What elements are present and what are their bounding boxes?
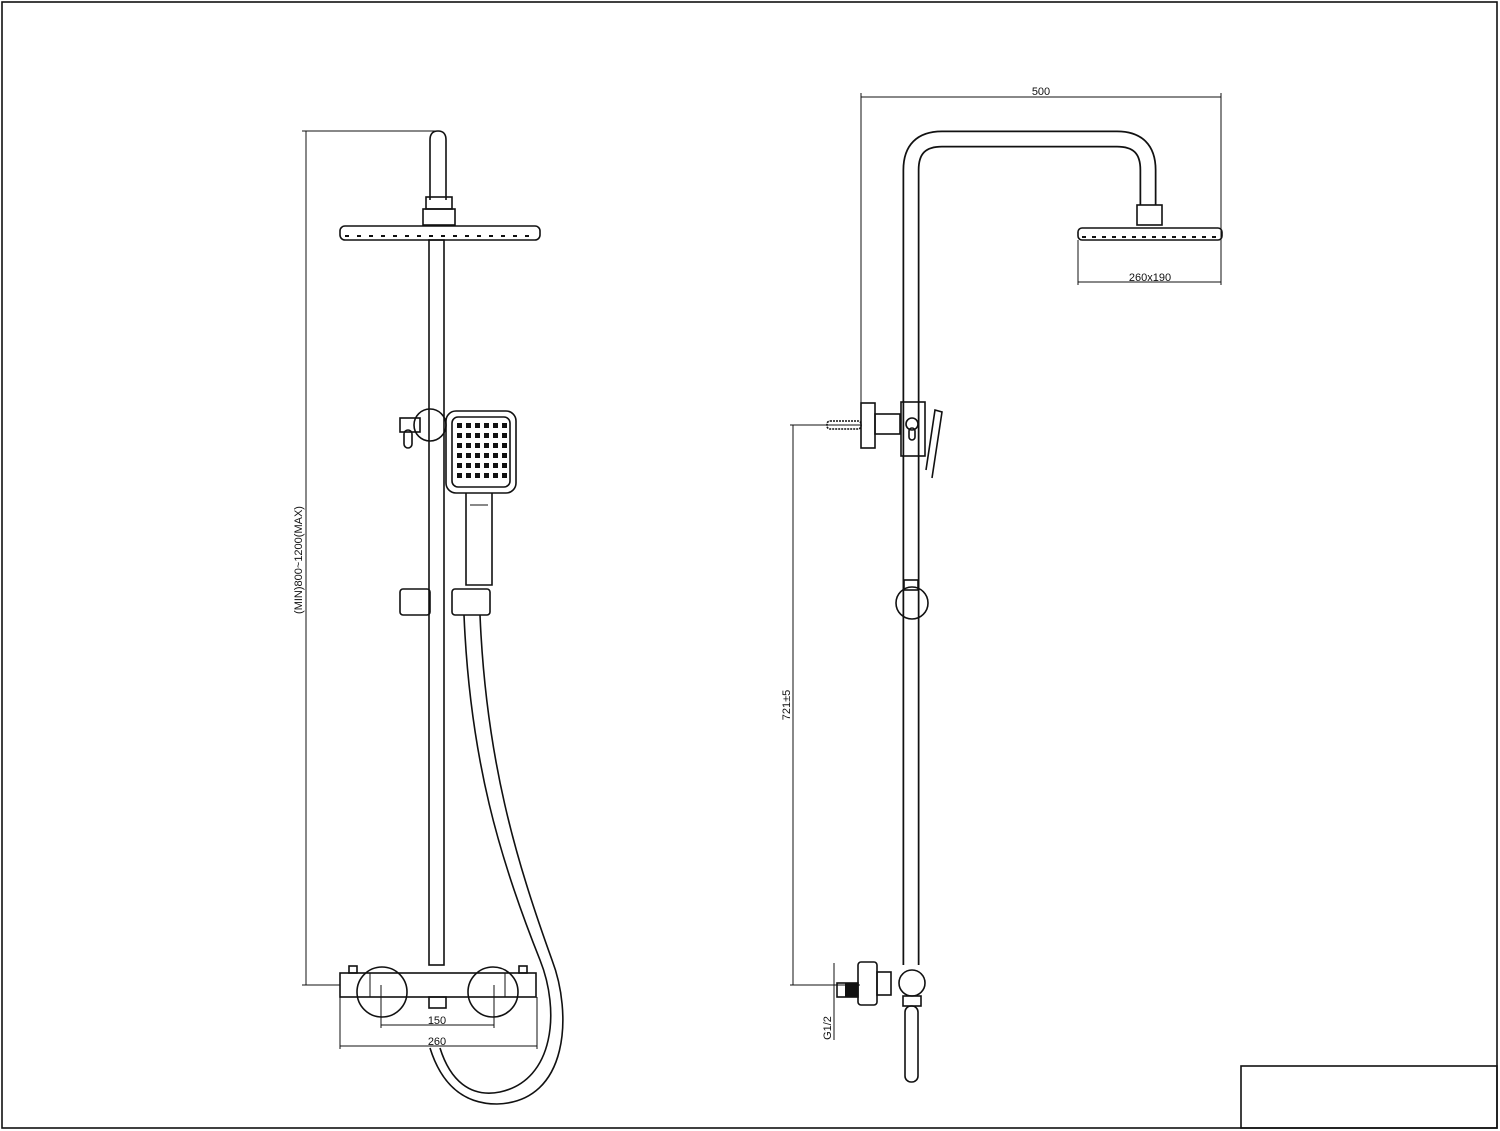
nozzle [502,473,507,478]
slider [399,588,431,616]
nozzle [466,453,471,458]
nozzle [475,453,480,458]
nozzle [493,423,498,428]
nozzle [457,433,462,438]
nozzle [493,433,498,438]
projection-dimension-label: 500 [1032,86,1050,98]
nozzle [466,473,471,478]
nozzle [475,443,480,448]
width-dimension: 260 [339,997,538,1049]
nozzle [484,443,489,448]
side-view: 500 260x190 721±5 [781,86,1223,1083]
title-block [1240,1065,1498,1129]
nozzle [457,463,462,468]
nozzle [484,453,489,458]
diverter-handle [904,1005,919,1083]
height-dimension: (MIN)800~1200(MAX) [293,130,440,986]
shower-arm [429,130,447,200]
nozzle [493,473,498,478]
nozzle [457,453,462,458]
overhead-shower-head [1077,227,1223,241]
shower-hose [429,614,564,1105]
wall-bracket [399,408,447,449]
wall-inlet [836,961,926,1083]
slider-knob [895,586,929,620]
nozzle [475,423,480,428]
hand-shower-side [925,408,943,479]
nozzle [484,433,489,438]
head-size-label: 260x190 [1129,272,1171,284]
nozzle [457,473,462,478]
height-dimension-label: (MIN)800~1200(MAX) [293,506,305,614]
hand-shower [445,410,517,586]
nozzle [502,463,507,468]
nozzle [457,423,462,428]
nozzle [493,463,498,468]
nozzle [484,423,489,428]
hand-shower-holder [451,588,491,616]
inlet-dimension-label: 150 [428,1015,446,1027]
head-size-dimension: 260x190 [1077,240,1221,285]
riser-rail [428,239,445,966]
bracket-height-dimension: 721±5 [781,424,860,986]
nozzle [466,443,471,448]
nozzle [457,443,462,448]
width-dimension-label: 260 [428,1036,446,1048]
nozzle [466,423,471,428]
nozzle [466,433,471,438]
projection-dimension: 500 [860,86,1222,405]
nozzle [484,473,489,478]
nozzle [502,443,507,448]
thread-dimension: G1/2 [822,963,835,1040]
nozzle [502,433,507,438]
bracket-height-label: 721±5 [781,690,793,721]
thermostatic-mixer [339,965,537,1018]
inlet-dimension: 150 [380,985,495,1028]
nozzle [493,443,498,448]
nozzle [475,473,480,478]
nozzle [466,463,471,468]
nozzle [493,453,498,458]
nozzle [502,423,507,428]
nozzle [484,463,489,468]
front-view: (MIN)800~1200(MAX) [293,130,564,1105]
nozzle [502,453,507,458]
overhead-shower-head [339,225,541,241]
thread-dimension-label: G1/2 [822,1016,834,1040]
nozzle [475,433,480,438]
riser-and-arm [902,130,1157,965]
nozzle [475,463,480,468]
